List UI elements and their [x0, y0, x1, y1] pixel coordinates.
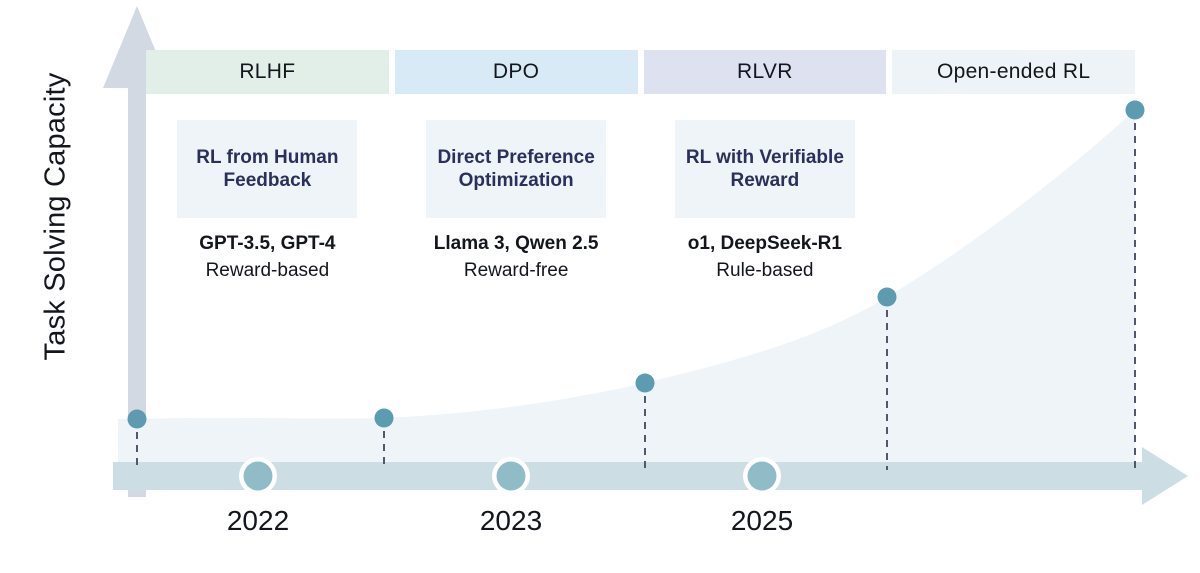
era-column-rlhf: RL from Human Feedback GPT-3.5, GPT-4 Re… [146, 120, 389, 290]
timeline-marker-2025 [747, 461, 777, 491]
method-card-dpo: Direct Preference Optimization [426, 120, 607, 218]
era-models: Llama 3, Qwen 2.5 [433, 233, 599, 254]
timeline-marker-2023 [496, 461, 526, 491]
data-point-3 [635, 373, 655, 393]
era-reward-type: Rule-based [716, 260, 814, 281]
method-name: RL from Human Feedback [196, 146, 339, 191]
era-header-label: RLVR [737, 60, 793, 83]
x-tick-label-2023: 2023 [479, 505, 543, 536]
era-models: o1, DeepSeek-R1 [687, 233, 842, 254]
x-tick-label-2022: 2022 [226, 505, 290, 536]
era-column-rlvr: RL with Verifiable Reward o1, DeepSeek-R… [644, 120, 887, 290]
data-point-4 [877, 287, 897, 307]
timeline-markers [239, 457, 781, 495]
era-header-dpo[interactable]: DPO [394, 50, 638, 94]
method-card-rlhf: RL from Human Feedback [177, 120, 358, 218]
era-reward-type: Reward-based [205, 260, 330, 281]
data-point-5 [1125, 100, 1145, 120]
method-name: Direct Preference Optimization [437, 146, 595, 191]
method-card-rlvr: RL with Verifiable Reward [674, 120, 855, 218]
area-edge-pad [118, 419, 138, 462]
era-detail-group: RL from Human Feedback GPT-3.5, GPT-4 Re… [146, 120, 1135, 290]
era-reward-type: Reward-free [463, 260, 569, 281]
era-header-bar-group: RLHF DPO RLVR Open-ended RL [146, 50, 1135, 94]
method-name: RL with Verifiable Reward [685, 146, 844, 191]
era-models: GPT-3.5, GPT-4 [199, 233, 336, 254]
data-point-1 [127, 409, 147, 429]
y-axis-title: Task Solving Capacity [39, 72, 72, 361]
era-header-label: Open-ended RL [936, 60, 1091, 83]
data-point-2 [374, 408, 394, 428]
era-column-dpo: Direct Preference Optimization Llama 3, … [395, 120, 638, 290]
timeline-marker-2022 [243, 461, 273, 491]
era-column-open-ended-rl [892, 120, 1135, 290]
era-header-label: RLHF [239, 60, 296, 83]
era-header-rlvr[interactable]: RLVR [643, 50, 887, 94]
x-tick-label-2025: 2025 [730, 505, 794, 536]
era-header-open-ended-rl[interactable]: Open-ended RL [892, 50, 1135, 94]
era-header-rlhf[interactable]: RLHF [146, 50, 389, 94]
era-header-label: DPO [492, 60, 540, 83]
x-axis-arrow [113, 447, 1188, 505]
